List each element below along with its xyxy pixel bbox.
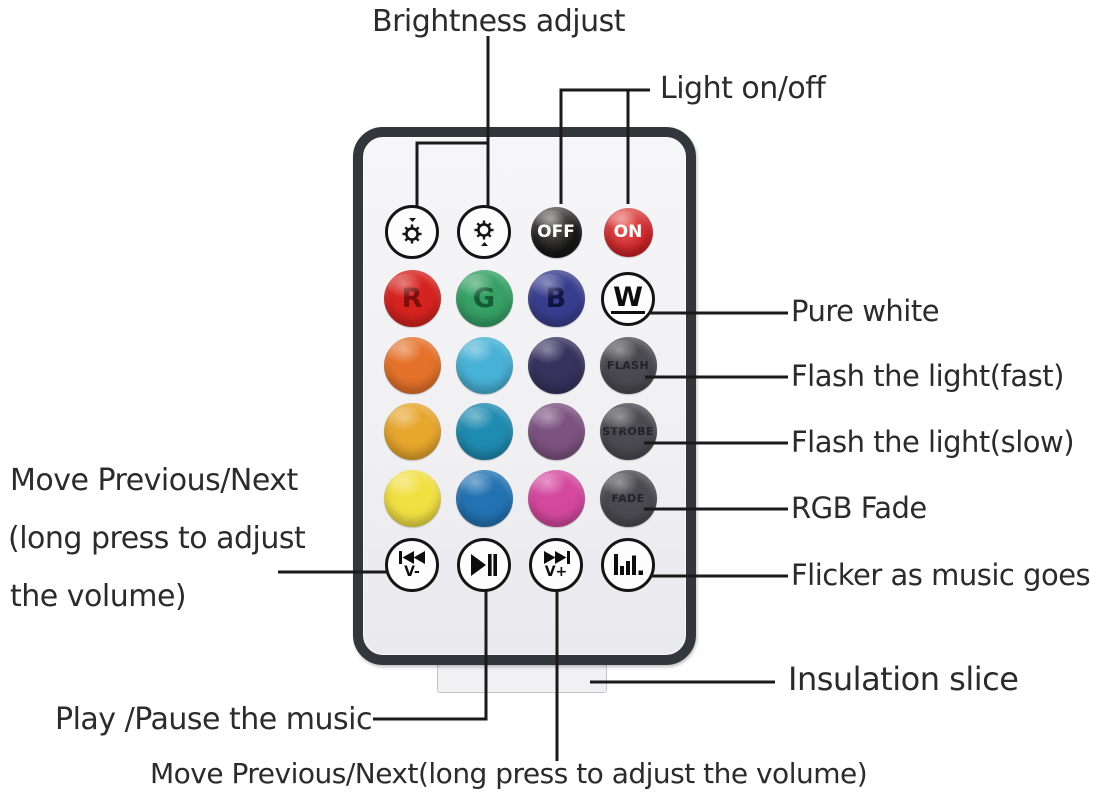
orange-button[interactable]	[383, 336, 441, 394]
white-button-label: W	[611, 281, 645, 314]
label-brightness-adjust: Brightness adjust	[372, 4, 626, 39]
yellow-button[interactable]	[383, 469, 441, 527]
light-onoff-leader-line	[559, 88, 650, 204]
brightness-leader-branch	[415, 141, 488, 206]
strobe-button-label: STROBE	[602, 425, 654, 439]
medium-blue-button[interactable]	[455, 469, 513, 527]
blue-button[interactable]: B	[527, 270, 585, 328]
volume-down-label: V-	[404, 563, 420, 580]
play-pause-leader-line	[373, 591, 488, 721]
label-move-prev-line3: the volume)	[10, 579, 187, 614]
off-button[interactable]: OFF	[530, 206, 582, 258]
label-rgb-fade: RGB Fade	[791, 491, 927, 525]
brightness-down-icon	[474, 220, 494, 247]
amber-button[interactable]	[383, 403, 441, 461]
blue-button-label: B	[545, 283, 567, 315]
label-pure-white: Pure white	[791, 294, 940, 328]
label-flash-slow: Flash the light(slow)	[791, 425, 1075, 459]
label-play-pause: Play /Pause the music	[55, 702, 372, 737]
red-button[interactable]: R	[383, 270, 441, 328]
fade-button-label: FADE	[611, 491, 645, 505]
green-button[interactable]: G	[455, 270, 513, 328]
next-track-button[interactable]: V+	[529, 537, 583, 592]
red-button-label: R	[401, 283, 423, 315]
off-button-label: OFF	[537, 221, 575, 242]
brightness-up-icon	[402, 218, 422, 244]
remote-body: OFF ON R G B W FLASH	[353, 127, 696, 665]
volume-up-label: V+	[544, 563, 568, 580]
magenta-button[interactable]	[527, 469, 585, 527]
label-move-prev-bottom: Move Previous/Next(long press to adjust …	[150, 757, 868, 790]
label-flash-fast: Flash the light(fast)	[791, 359, 1064, 393]
strobe-button[interactable]: STROBE	[599, 403, 657, 461]
label-move-prev-line1: Move Previous/Next	[10, 463, 298, 498]
music-equalizer-icon	[613, 554, 643, 576]
next-track-icon	[543, 550, 570, 564]
music-mode-button[interactable]	[601, 537, 655, 592]
flash-button-label: FLASH	[606, 358, 650, 372]
on-button[interactable]: ON	[603, 207, 653, 257]
label-insulation-slice: Insulation slice	[788, 660, 1019, 698]
navy-button[interactable]	[527, 336, 585, 394]
flash-button[interactable]: FLASH	[599, 336, 657, 394]
sky-blue-button[interactable]	[455, 336, 513, 394]
previous-track-button[interactable]: V-	[385, 537, 439, 592]
button-grid: OFF ON R G B W FLASH	[376, 199, 664, 598]
label-light-on-off: Light on/off	[660, 71, 826, 106]
teal-button[interactable]	[455, 403, 513, 461]
previous-track-icon	[398, 550, 425, 564]
on-button-label: ON	[613, 221, 643, 242]
purple-button[interactable]	[527, 403, 585, 461]
brightness-down-button[interactable]	[457, 205, 511, 260]
play-pause-button[interactable]	[457, 537, 511, 592]
fade-button[interactable]: FADE	[599, 469, 657, 527]
green-button-label: G	[472, 283, 496, 315]
label-move-prev-line2: (long press to adjust	[8, 521, 306, 556]
play-pause-icon	[471, 553, 497, 576]
brightness-up-button[interactable]	[385, 205, 439, 260]
label-flicker-music: Flicker as music goes	[791, 558, 1091, 592]
white-button[interactable]: W	[601, 271, 655, 326]
